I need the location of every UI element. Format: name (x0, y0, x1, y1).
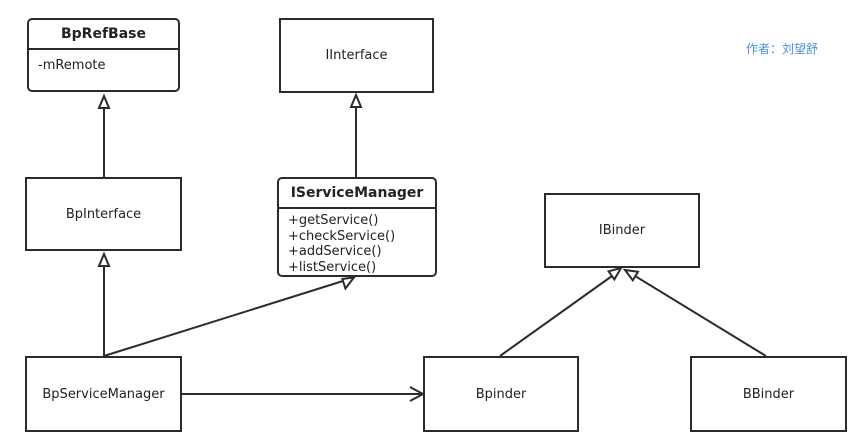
arrowhead-hollow (349, 92, 363, 108)
arrowhead-hollow (341, 276, 357, 291)
class-bpinder: Bpinder (423, 356, 579, 432)
class-ibinder: IBinder (544, 193, 700, 268)
class-iinterface: IInterface (279, 18, 434, 93)
class-bpinterface: BpInterface (25, 177, 182, 251)
class-ibinder-name: IBinder (598, 223, 646, 238)
class-iinterface-name: IInterface (325, 48, 388, 63)
member-mremote: -mRemote (38, 58, 106, 73)
edge-bpservicemanager-iservicemanager (103, 280, 344, 357)
class-bbinder: BBinder (690, 356, 847, 432)
class-bpservicemanager-name: BpServiceManager (42, 386, 165, 402)
member-checkservice: +checkService() (288, 228, 396, 244)
member-addservice: +addService() (288, 244, 382, 259)
class-iservicemanager-name: IServiceManager (279, 179, 435, 209)
member-listservice: +listService() (288, 259, 377, 275)
arrowhead-hollow (97, 251, 111, 267)
arrowhead-hollow (606, 266, 624, 282)
class-bprefbase-members: -mRemote (29, 50, 178, 74)
class-bprefbase-name: BpRefBase (29, 20, 178, 50)
member-getservice: +getService() (288, 213, 379, 228)
class-bpservicemanager: BpServiceManager (25, 356, 182, 432)
class-bpinder-name: Bpinder (475, 386, 527, 402)
class-iservicemanager-members: +getService() +checkService() +addServic… (279, 209, 435, 275)
arrowhead-hollow (97, 93, 111, 109)
class-bbinder-name: BBinder (742, 386, 795, 402)
class-bpinterface-name: BpInterface (65, 206, 142, 222)
class-iservicemanager: IServiceManager +getService() +checkServ… (277, 177, 437, 277)
author-credit: 作者：刘望舒 (746, 42, 819, 56)
edge-bbinder-ibinder (634, 275, 767, 357)
arrowhead-hollow (622, 268, 640, 283)
edge-bpinder-ibinder (499, 275, 613, 357)
class-bprefbase: BpRefBase -mRemote (27, 18, 180, 92)
